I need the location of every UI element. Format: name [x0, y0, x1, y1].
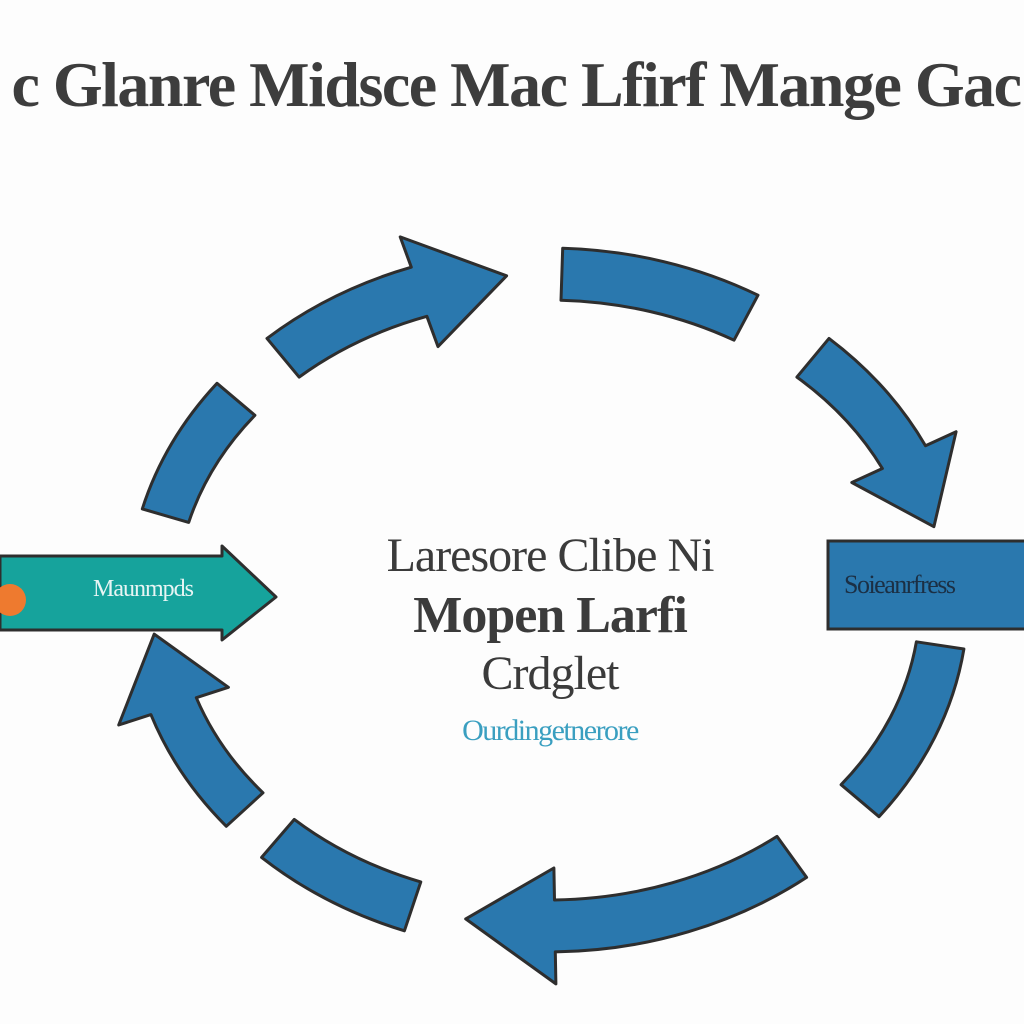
cycle-arrow-segment	[117, 632, 265, 828]
right-output-box	[826, 539, 1024, 631]
left-input-arrow	[0, 544, 278, 642]
cycle-band-segment	[839, 640, 966, 819]
cycle-band-segment	[140, 381, 257, 524]
right-output-label: Soieanrfress	[844, 570, 956, 599]
center-caption: Ourdingetnerore	[462, 714, 639, 747]
left-input-arrow-shape	[0, 544, 278, 642]
cycle-arrow-segment	[464, 834, 809, 986]
left-input-label: Maunmpds	[93, 576, 194, 602]
cycle-arrow-segment	[795, 336, 958, 529]
diagram-title: c Glanre Midsce Mac Lfirf Mange Gac	[11, 49, 1022, 120]
cycle-band-segment	[559, 246, 760, 342]
cycle-band-segment	[260, 817, 423, 933]
cycle-arrow-segment	[265, 235, 509, 379]
center-title-line-1: Laresore Clibe Ni	[386, 529, 715, 582]
center-title-line-2: Mopen Larfi	[413, 587, 688, 644]
center-title-line-3: Crdglet	[481, 647, 620, 700]
cycle-arrows	[117, 235, 966, 986]
left-input-dot	[0, 584, 26, 616]
